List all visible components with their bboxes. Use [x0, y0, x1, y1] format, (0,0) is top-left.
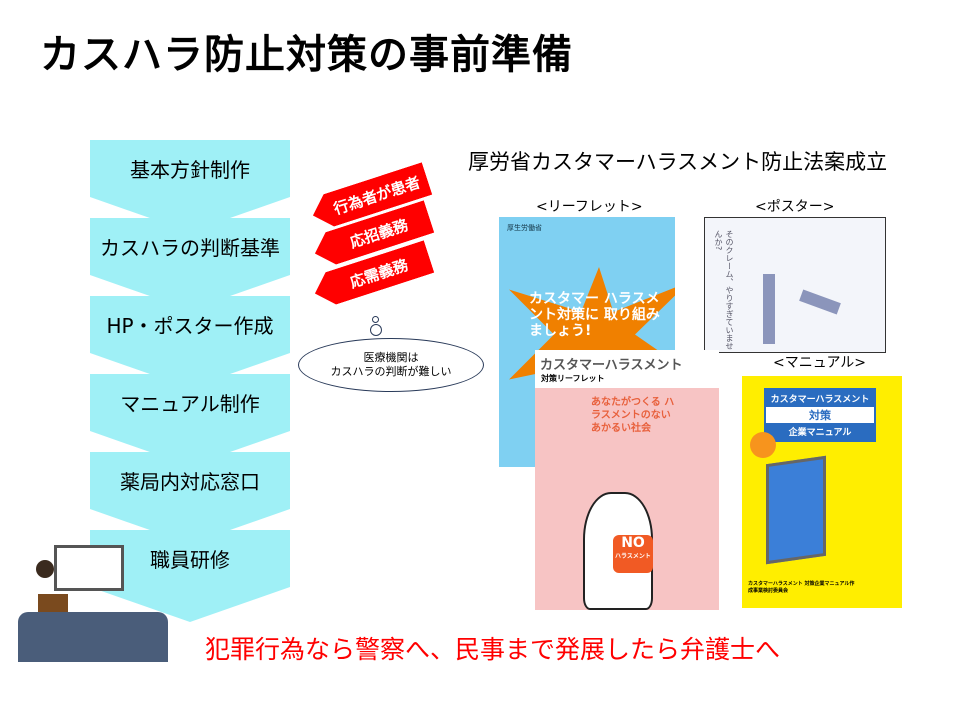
leaflet2-title: カスタマーハラスメント	[540, 358, 683, 373]
phone-illustration	[766, 455, 826, 565]
slide-title: カスハラ防止対策の事前準備	[40, 32, 573, 78]
no-badge-text: NO	[621, 535, 645, 551]
thought-cloud: 医療機関は カスハラの判断が難しい	[298, 338, 484, 392]
manual-title-3: 企業マニュアル	[766, 423, 874, 440]
audience	[18, 612, 168, 662]
podium	[38, 594, 68, 616]
no-badge-subtext: ハラスメント	[615, 553, 651, 560]
orange-dot	[750, 432, 776, 458]
leaflet2-image: カスタマーハラスメント 対策リーフレット あなたがつくる ハラスメントのない あ…	[535, 350, 719, 610]
headline: 厚労省カスタマーハラスメント防止法案成立	[468, 150, 888, 174]
manual-title-box: カスタマーハラスメント 対策 企業マニュアル	[764, 388, 876, 442]
leaflet2-slogan: あなたがつくる ハラスメントのない あかるい社会	[591, 397, 675, 434]
manual-title-1: カスタマーハラスメント	[766, 390, 874, 407]
poster-vertical-text: そのクレーム、やりすぎていませんか?	[714, 230, 734, 350]
ministry-logo: 厚生労働省	[507, 224, 542, 232]
poster-caption: <ポスター>	[755, 199, 835, 215]
poster-image: そのクレーム、やりすぎていませんか?	[704, 217, 886, 353]
manual-title-2: 対策	[809, 409, 831, 422]
poster-figure-bowing	[799, 289, 841, 315]
manual-image: カスタマーハラスメント 対策 企業マニュアル カスタマーハラスメント 対策企業マ…	[742, 376, 902, 608]
leaflet2-subtitle: 対策リーフレット	[541, 374, 605, 383]
footer-message: 犯罪行為なら警察へ、民事まで発展したら弁護士へ	[205, 635, 781, 664]
leaflet-text: カスタマー ハラスメント対策に 取り組みましょう!	[529, 291, 660, 340]
leaflet-caption: <リーフレット>	[536, 199, 643, 215]
presenter-head	[36, 560, 54, 578]
manual-caption: <マニュアル>	[773, 355, 867, 371]
no-harassment-badge: NO ハラスメント	[613, 535, 653, 573]
leaflet2-header	[535, 350, 719, 388]
thought-line-2: カスハラの判断が難しい	[330, 365, 452, 378]
poster-figure	[763, 274, 775, 344]
screen-board	[54, 545, 124, 591]
thought-bubble-dot	[372, 316, 379, 323]
manual-footer-text: カスタマーハラスメント 対策企業マニュアル作成事業検討委員会	[748, 581, 855, 594]
thought-line-1: 医療機関は	[363, 351, 419, 365]
thought-bubble-dot	[370, 324, 382, 336]
